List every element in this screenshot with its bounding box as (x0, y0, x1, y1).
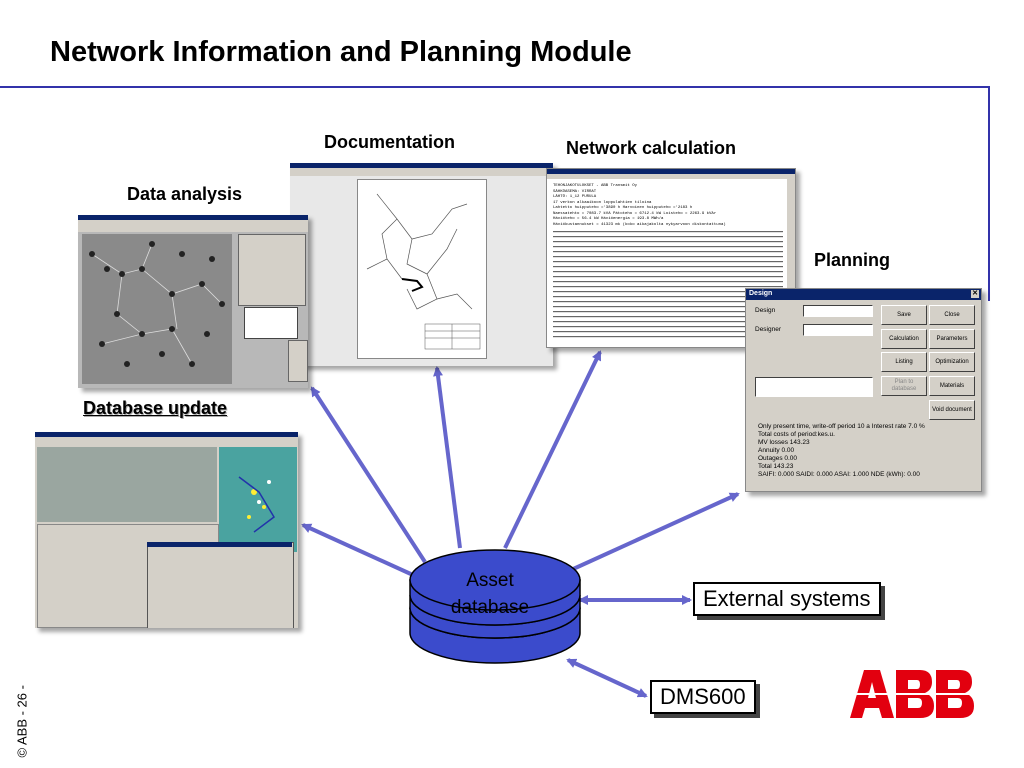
label-documentation: Documentation (324, 132, 456, 152)
summary-line: MV losses 143.23 (758, 439, 810, 446)
right-divider (988, 86, 990, 301)
arrow-planning (559, 492, 740, 577)
label-database-update: Database update (83, 398, 228, 418)
arrow-network-calc (503, 350, 602, 549)
arrow-dms (566, 658, 648, 698)
data-analysis-map (89, 241, 225, 367)
summary-line: Total 143.23 (758, 463, 794, 470)
parameters-button[interactable]: Parameters (929, 329, 975, 349)
designer-label: Designer (755, 326, 782, 333)
title-divider (0, 86, 990, 88)
design-label: Design (755, 307, 776, 314)
dialog-title: Design (749, 290, 773, 297)
summary-line: SAIFI: 0.000 SAIDI: 0.000 ASAI: 1.000 ND… (758, 471, 920, 478)
arrow-documentation (433, 366, 462, 549)
void-document-button[interactable]: Void document (929, 400, 975, 420)
design-input[interactable] (803, 305, 873, 317)
doc-network-drawing (366, 193, 481, 350)
calculation-button[interactable]: Calculation (881, 329, 927, 349)
arrow-database-update (301, 523, 414, 577)
dialog-titlebar: Design ✕ (746, 289, 981, 300)
database-update-screenshot (35, 432, 298, 628)
arrow-data-analysis (310, 386, 427, 564)
external-systems-box: External systems (693, 582, 881, 616)
asset-database-cylinder (409, 549, 581, 664)
summary-line: Total costs of period:kes.u. (758, 431, 835, 438)
close-button[interactable]: Close (929, 305, 975, 325)
close-icon[interactable]: ✕ (971, 290, 979, 298)
copyright-text: © ABB - 26 - (14, 685, 30, 758)
dms600-box: DMS600 (650, 680, 756, 714)
label-network-calculation: Network calculation (566, 138, 737, 158)
optimization-button[interactable]: Optimization (929, 352, 975, 372)
summary-line: Annuity 0.00 (758, 447, 795, 454)
summary-line: Outages 0.00 (758, 455, 798, 462)
designer-input[interactable] (803, 324, 873, 336)
plan-to-database-button[interactable]: Plan to database (881, 376, 927, 396)
label-planning: Planning (814, 250, 890, 270)
netcalc-table (553, 231, 783, 338)
database-label: database (450, 597, 530, 618)
asset-label: Asset (466, 570, 514, 591)
abb-logo (850, 670, 974, 718)
summary-line: Only present time, write-off period 10 a… (758, 423, 925, 430)
save-button[interactable]: Save (881, 305, 927, 325)
listing-button[interactable]: Listing (881, 352, 927, 372)
netcalc-text: TEHONJAKOTULOKSET - ABB Transmit Oy SÄHK… (553, 184, 726, 227)
materials-button[interactable]: Materials (929, 376, 975, 396)
db-update-map (238, 476, 275, 533)
documentation-screenshot (290, 163, 553, 366)
slide-title: Network Information and Planning Module (50, 36, 632, 68)
planning-dialog: Design ✕ Design Designer Save Close Calc… (745, 288, 982, 492)
data-analysis-screenshot (78, 215, 308, 388)
label-data-analysis: Data analysis (127, 184, 243, 204)
comment-field[interactable] (755, 377, 873, 397)
